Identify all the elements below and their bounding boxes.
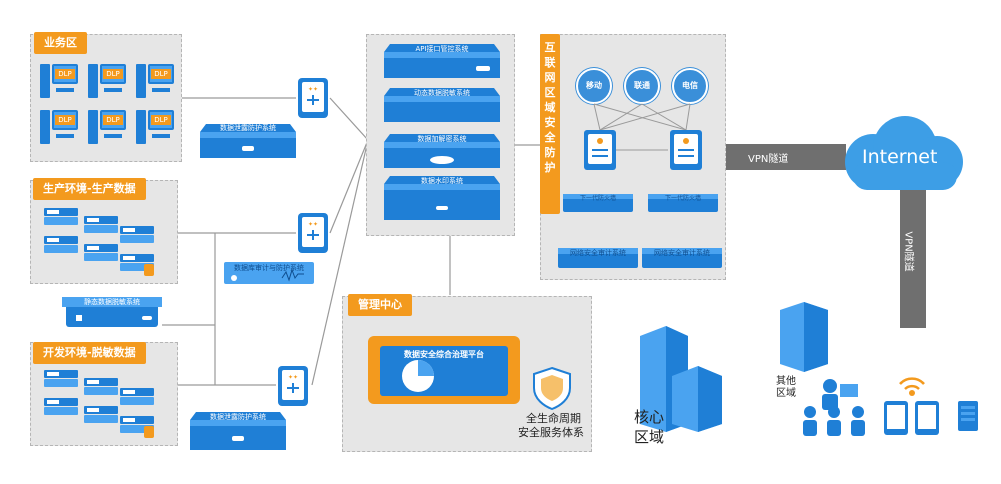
api-gateway-label: API接口管控系统 <box>415 45 469 53</box>
db-audit-label: 数据库审计与防护系统 <box>234 264 304 272</box>
computer-icon <box>88 64 126 98</box>
dynamic-masking-label: 动态数据脱敏系统 <box>414 89 470 97</box>
business-zone-tag: 业务区 <box>34 32 87 54</box>
dlp-device-bottom[interactable]: 数据泄露防护系统 <box>190 408 286 452</box>
dlp-badge: DLP <box>55 115 75 125</box>
tablet-icon <box>915 401 939 435</box>
dlp-workstation[interactable]: DLP <box>88 108 128 148</box>
dlp-badge: DLP <box>151 115 171 125</box>
dlp-badge: DLP <box>103 115 123 125</box>
firewall-2-label: 下一代防火墙 <box>664 195 701 202</box>
svg-text:✦✦: ✦✦ <box>308 86 318 93</box>
core-buildings-icon <box>640 326 722 432</box>
watermark-device[interactable]: 数据水印系统 <box>384 172 500 222</box>
dlp-workstation[interactable]: DLP <box>136 62 176 102</box>
dlp-top-label: 数据泄露防护系统 <box>220 124 276 132</box>
firewall-device-1[interactable]: 下一代防火墙 <box>563 190 633 214</box>
dlp-workstation[interactable]: DLP <box>40 108 80 148</box>
server-tower-icon <box>958 401 978 431</box>
lifecycle-line1: 全生命周期 <box>526 412 581 425</box>
network-audit-device-1[interactable]: 网络安全审计系统 <box>558 242 638 270</box>
core-line2: 区域 <box>634 428 665 446</box>
vpn-tunnel-vertical-label: VPN隧道 <box>902 231 914 272</box>
dlp-badge: DLP <box>55 69 75 79</box>
dlp-badge: DLP <box>151 69 171 79</box>
platform-screen <box>380 346 508 396</box>
encryption-label: 数据加解密系统 <box>417 135 467 143</box>
switch-3[interactable]: ✦✦ <box>276 364 310 408</box>
users-icon <box>803 379 865 436</box>
dlp-bottom-label: 数据泄露防护系统 <box>210 413 266 421</box>
other-building-icon <box>780 302 828 372</box>
firewall-1-label: 下一代防火墙 <box>579 195 616 202</box>
svg-text:✦✦: ✦✦ <box>308 221 318 228</box>
network-audit-2-label: 网络安全审计系统 <box>654 249 710 257</box>
lifecycle-line2: 安全服务体系 <box>518 426 584 439</box>
server-stack-icon <box>44 208 154 276</box>
computer-icon <box>136 64 174 98</box>
dlp-workstation[interactable]: DLP <box>88 62 128 102</box>
pie-chart-icon <box>402 360 434 392</box>
internet-label: Internet <box>862 146 938 168</box>
computer-icon <box>40 64 78 98</box>
business-zone <box>30 34 182 162</box>
dlp-workstation[interactable]: DLP <box>40 62 80 102</box>
development-servers <box>44 370 164 444</box>
watermark-label: 数据水印系统 <box>421 177 463 185</box>
production-servers <box>44 208 164 282</box>
network-audit-1-label: 网络安全审计系统 <box>570 249 626 257</box>
governance-platform[interactable]: 数据安全综合治理平台 <box>368 336 520 404</box>
carrier-mobile: 移动 <box>576 68 612 104</box>
wifi-icon <box>899 377 925 396</box>
router-1[interactable] <box>582 128 618 172</box>
computer-icon <box>40 110 78 144</box>
static-masking-device[interactable]: 静态数据脱敏系统 <box>62 295 162 331</box>
static-masking-label: 静态数据脱敏系统 <box>84 298 140 306</box>
firewall-device-2[interactable]: 下一代防火墙 <box>648 190 718 214</box>
vpn-tunnel-horizontal-label: VPN隧道 <box>748 154 789 165</box>
shield-icon <box>532 366 572 411</box>
computer-icon <box>136 110 174 144</box>
vpn-tunnel-vertical <box>900 178 926 328</box>
dlp-device-top[interactable]: 数据泄露防护系统 <box>200 118 296 162</box>
encryption-device[interactable]: 数据加解密系统 <box>384 130 500 170</box>
dlp-badge: DLP <box>103 69 123 79</box>
development-zone-tag: 开发环境-脱敏数据 <box>33 342 146 364</box>
network-audit-device-2[interactable]: 网络安全审计系统 <box>642 242 722 270</box>
other-line2: 区域 <box>776 388 796 399</box>
router-2[interactable] <box>668 128 704 172</box>
dynamic-masking-device[interactable]: 动态数据脱敏系统 <box>384 84 500 124</box>
carrier-telecom: 电信 <box>672 68 708 104</box>
switch-2[interactable]: ✦✦ <box>296 211 330 255</box>
internet-security-tag: 互联网区域安全防护 <box>540 34 560 214</box>
core-line1: 核心 <box>634 408 665 426</box>
other-line1: 其他 <box>776 376 796 387</box>
carrier-unicom: 联通 <box>624 68 660 104</box>
dlp-workstation[interactable]: DLP <box>136 108 176 148</box>
api-gateway-device[interactable]: API接口管控系统 <box>384 40 500 80</box>
switch-1[interactable]: ✦✦ <box>296 76 330 120</box>
vpn-tunnel-horizontal <box>726 144 846 170</box>
db-audit-device[interactable]: 数据库审计与防护系统 <box>222 258 316 288</box>
svg-text:✦✦: ✦✦ <box>288 374 298 381</box>
tablet-icon <box>884 401 908 435</box>
computer-icon <box>88 110 126 144</box>
server-stack-icon <box>44 370 154 438</box>
internet-cloud-icon <box>845 116 963 190</box>
platform-label: 数据安全综合治理平台 <box>404 350 484 359</box>
management-zone-tag: 管理中心 <box>348 294 412 316</box>
production-zone-tag: 生产环境-生产数据 <box>33 178 146 200</box>
